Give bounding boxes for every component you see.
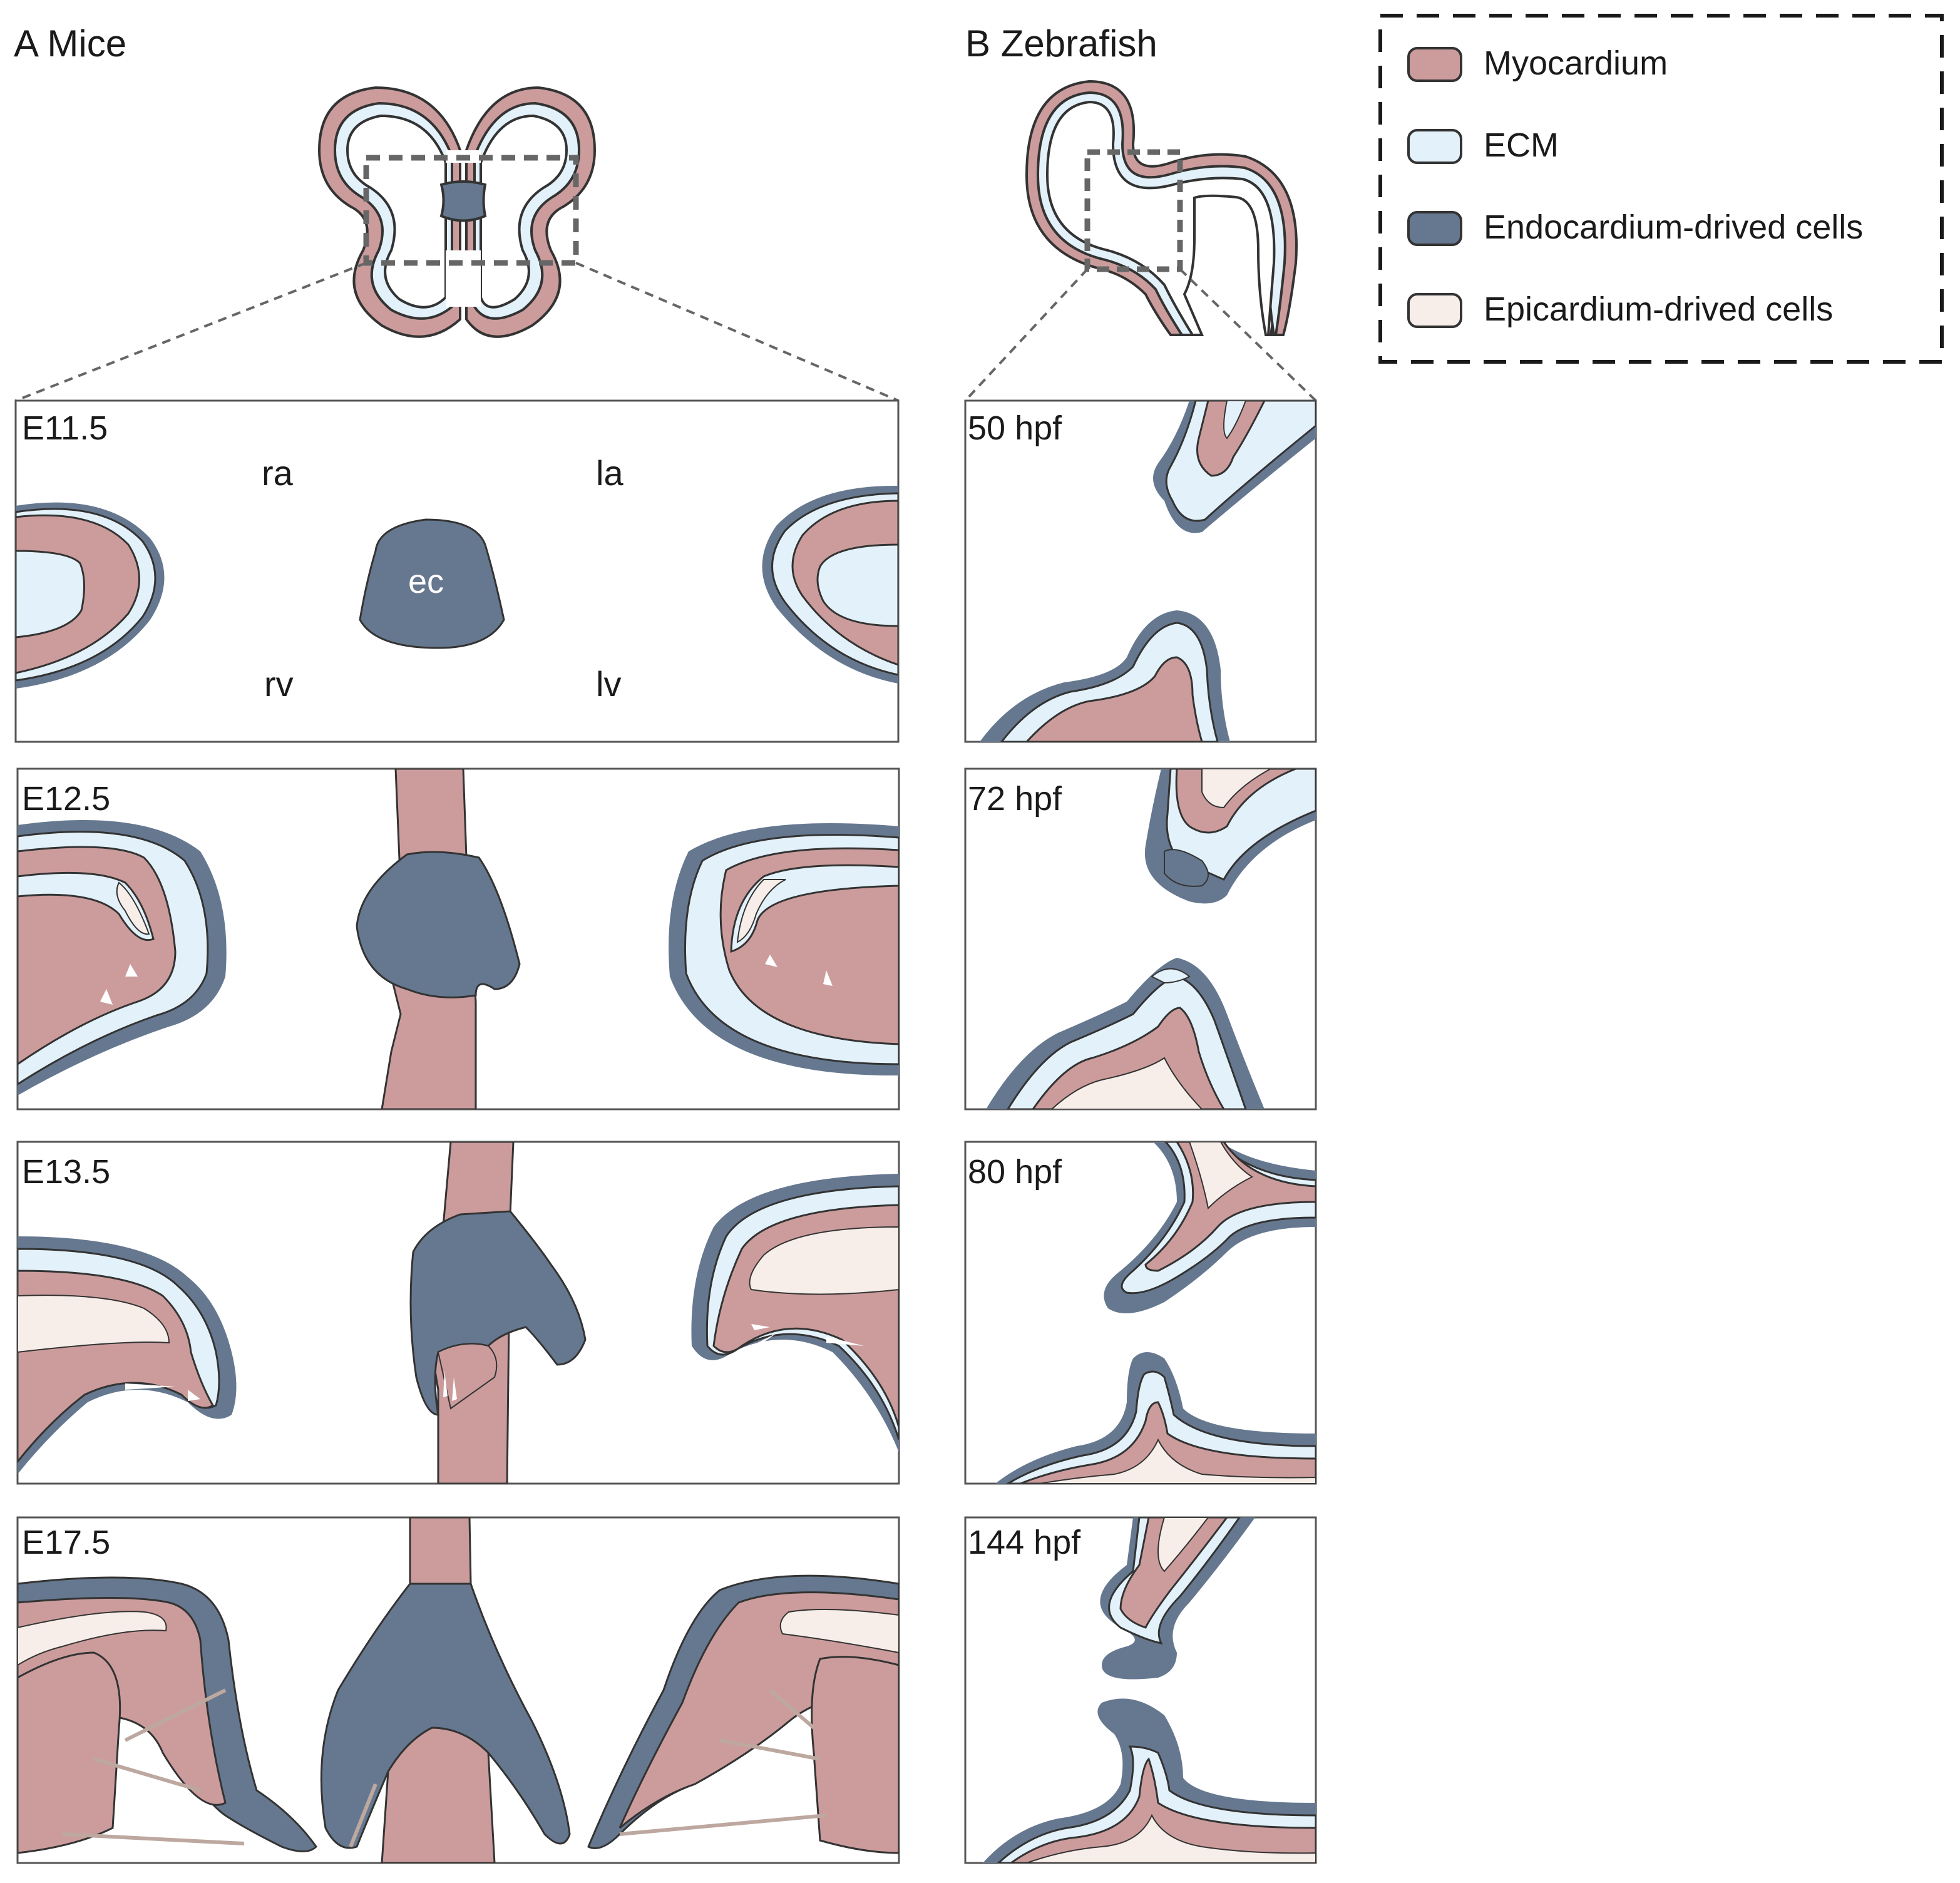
zebrafish-stage-label-3: 80 hpf xyxy=(968,1153,1062,1191)
legend-label-epicardium: Epicardium-drived cells xyxy=(1484,290,1833,328)
legend-swatch-epicardium xyxy=(1407,293,1462,328)
zebrafish-panel-72hpf: 72 hpf xyxy=(964,767,1317,1111)
legend-swatch-endocardium xyxy=(1407,211,1462,246)
mouse-panel-e11-5: E11.5 ra la rv lv ec xyxy=(14,399,900,743)
chamber-label-lv: lv xyxy=(596,664,621,704)
legend-swatch-myocardium xyxy=(1407,47,1462,82)
zebrafish-stage-label-1: 50 hpf xyxy=(968,409,1062,447)
mouse-zoom-box xyxy=(363,155,579,266)
zebrafish-stage-label-4: 144 hpf xyxy=(968,1524,1081,1561)
mouse-stage-label-4: E17.5 xyxy=(22,1524,110,1561)
legend-label-ecm: ECM xyxy=(1484,126,1559,164)
mouse-panel-e17-5: E17.5 xyxy=(16,1516,900,1864)
zebrafish-zoom-box xyxy=(1084,149,1183,272)
mouse-panel-e13-5: E13.5 xyxy=(16,1141,900,1485)
chamber-label-ra: ra xyxy=(262,453,294,493)
zebrafish-heart-overview xyxy=(1025,80,1298,336)
legend-frame xyxy=(1378,14,1944,364)
legend-swatch-ecm xyxy=(1407,129,1462,164)
zebrafish-panel-50hpf: 50 hpf xyxy=(964,399,1317,743)
zebrafish-stage-label-2: 72 hpf xyxy=(968,780,1062,818)
chamber-label-rv: rv xyxy=(264,664,294,704)
legend-label-myocardium: Myocardium xyxy=(1484,44,1668,82)
zebrafish-panel-144hpf: 144 hpf xyxy=(964,1516,1317,1864)
legend: Myocardium ECM Endocardium-drived cells … xyxy=(1378,14,1944,364)
mouse-heart-overview xyxy=(317,86,597,338)
zebrafish-panel-80hpf: 80 hpf xyxy=(964,1141,1317,1485)
panel-a-title: A Mice xyxy=(14,23,126,64)
cushion-label-ec: ec xyxy=(408,563,444,600)
panel-b-title: B Zebrafish xyxy=(965,23,1157,64)
mouse-stage-label-2: E12.5 xyxy=(22,780,110,818)
mouse-panel-e12-5: E12.5 xyxy=(16,767,900,1111)
mouse-stage-label-3: E13.5 xyxy=(22,1153,110,1191)
legend-label-endocardium: Endocardium-drived cells xyxy=(1484,208,1863,246)
chamber-label-la: la xyxy=(596,453,623,493)
mouse-stage-label-1: E11.5 xyxy=(22,409,108,447)
